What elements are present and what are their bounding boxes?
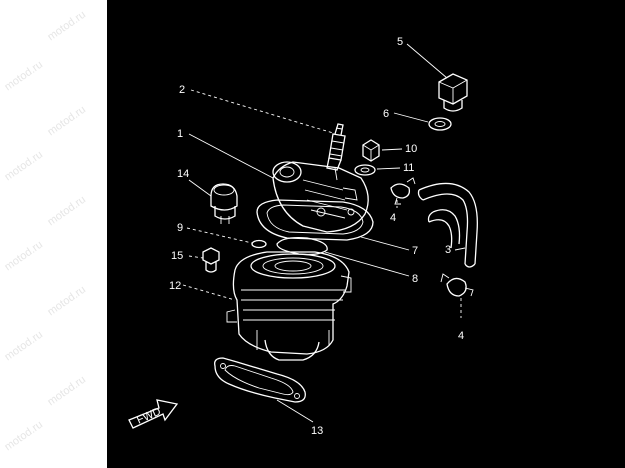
watermark: motod.ru	[2, 328, 45, 364]
fwd-label: FWD	[135, 405, 163, 426]
callout-5: 5	[397, 36, 403, 48]
leader-12	[182, 284, 236, 301]
watermark: motod.ru	[45, 103, 88, 139]
part-5-bolt	[438, 73, 468, 112]
callout-4-lower: 4	[458, 330, 464, 342]
leader-13	[276, 399, 314, 423]
leader-9	[186, 227, 253, 244]
callout-6: 6	[383, 108, 389, 120]
fwd-arrow-icon: FWD	[128, 399, 179, 429]
part-13-base-gasket	[214, 357, 306, 403]
leader-11	[376, 167, 401, 170]
part-4-hose-clamp-upper	[390, 177, 416, 205]
part-7-head-gasket	[256, 199, 374, 241]
part-15-bolt	[202, 247, 220, 273]
callout-13: 13	[311, 425, 323, 437]
watermark: motod.ru	[2, 418, 45, 454]
leader-3	[454, 247, 466, 251]
exploded-parts-diagram: 5 6 10 11 2	[128, 36, 478, 437]
part-10-nut	[362, 139, 380, 162]
part-14-thermostat	[210, 183, 238, 224]
watermark: motod.ru	[45, 283, 88, 319]
callout-1: 1	[177, 128, 183, 140]
leader-7	[360, 236, 410, 251]
leader-15	[188, 255, 204, 259]
callout-9: 9	[177, 222, 183, 234]
leader-2	[190, 89, 334, 134]
part-6-washer	[428, 117, 452, 131]
leader-1	[188, 133, 274, 179]
part-2-spark-plug	[326, 123, 346, 171]
watermark: motod.ru	[45, 193, 88, 229]
leader-5	[406, 43, 448, 79]
leader-14	[188, 179, 212, 197]
callout-15: 15	[171, 250, 183, 262]
callout-7: 7	[412, 245, 418, 257]
callout-4-upper: 4	[390, 212, 396, 224]
watermark: motod.ru	[2, 238, 45, 274]
callout-2: 2	[179, 84, 185, 96]
watermark: motod.ru	[45, 8, 88, 44]
watermark: motod.ru	[45, 373, 88, 409]
diagram-panel: 5 6 10 11 2	[107, 0, 625, 468]
part-9-o-ring	[251, 239, 267, 249]
watermark: motod.ru	[2, 148, 45, 184]
part-1-cylinder-head	[272, 161, 369, 233]
part-3-coolant-hose	[417, 182, 478, 268]
callout-11: 11	[403, 162, 414, 174]
leader-6	[393, 112, 429, 123]
callout-14: 14	[177, 168, 189, 180]
callout-12: 12	[169, 280, 181, 292]
callout-10: 10	[405, 143, 417, 155]
part-11-washer	[354, 164, 376, 176]
callout-8: 8	[412, 273, 418, 285]
watermark: motod.ru	[2, 58, 45, 94]
part-12-cylinder	[226, 251, 352, 361]
part-4-hose-clamp-lower	[440, 273, 474, 297]
leader-8	[324, 251, 410, 277]
leader-10	[381, 148, 403, 151]
callout-3: 3	[445, 244, 451, 256]
